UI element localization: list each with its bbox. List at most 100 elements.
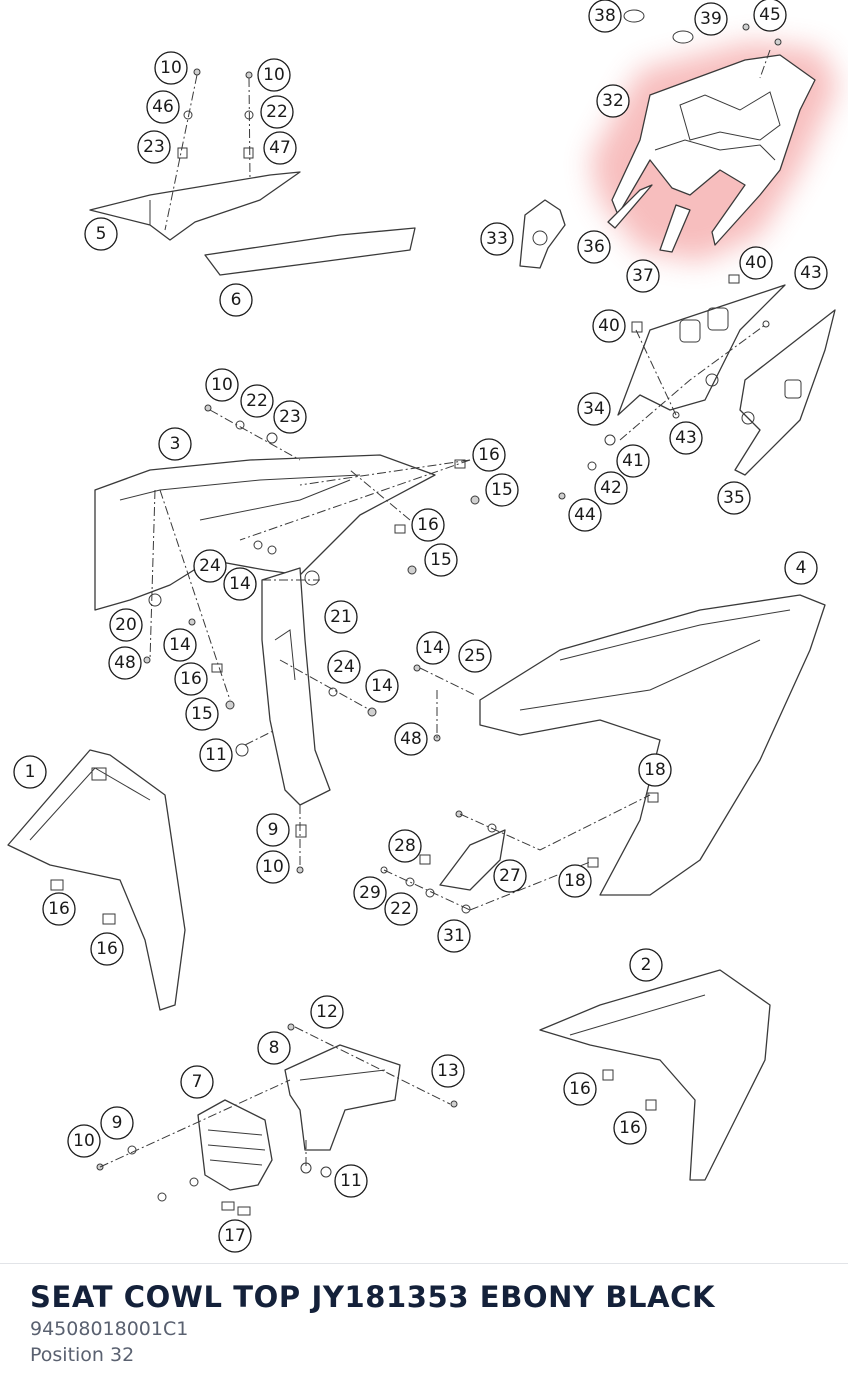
callout-15[interactable]: 15 [485,473,519,507]
part-45-screw-2[interactable] [774,38,782,46]
callout-40[interactable]: 40 [592,309,626,343]
callout-4[interactable]: 4 [784,551,818,585]
part-45-screw[interactable] [742,23,750,31]
part-1-front-panel[interactable] [7,749,186,1011]
part-39-grommet[interactable] [672,30,694,44]
callout-24[interactable]: 24 [193,549,227,583]
part-3-front-fairing[interactable] [94,454,436,611]
callout-43[interactable]: 43 [794,256,828,290]
callout-number: 11 [340,1171,362,1191]
callout-21[interactable]: 21 [324,600,358,634]
callout-48[interactable]: 48 [394,722,428,756]
callout-32[interactable]: 32 [596,84,630,118]
callout-37[interactable]: 37 [626,259,660,293]
callout-40[interactable]: 40 [739,246,773,280]
callout-14[interactable]: 14 [223,567,257,601]
callout-14[interactable]: 14 [365,669,399,703]
callout-44[interactable]: 44 [568,498,602,532]
callout-7[interactable]: 7 [180,1065,214,1099]
callout-1[interactable]: 1 [13,755,47,789]
part-8-bracket[interactable] [284,1044,401,1151]
callout-20[interactable]: 20 [109,608,143,642]
callout-42[interactable]: 42 [594,471,628,505]
callout-number: 33 [486,229,508,249]
callout-33[interactable]: 33 [480,222,514,256]
callout-12[interactable]: 12 [310,995,344,1029]
callout-41[interactable]: 41 [616,444,650,478]
callout-number: 41 [622,451,644,471]
callout-24[interactable]: 24 [327,650,361,684]
callout-10[interactable]: 10 [257,58,291,92]
callout-34[interactable]: 34 [577,392,611,426]
callout-18[interactable]: 18 [558,864,592,898]
part-4-rear-fairing[interactable] [479,594,826,896]
callout-47[interactable]: 47 [263,131,297,165]
callout-circle [67,1124,101,1158]
callout-17[interactable]: 17 [218,1219,252,1253]
callout-16[interactable]: 16 [90,932,124,966]
callout-10[interactable]: 10 [256,850,290,884]
callout-43[interactable]: 43 [669,421,703,455]
callout-circle [616,444,650,478]
callout-16[interactable]: 16 [174,662,208,696]
part-6-panel[interactable] [204,227,416,276]
part-32-seat-cowl[interactable] [607,54,816,253]
callout-5[interactable]: 5 [84,217,118,251]
callout-16[interactable]: 16 [472,438,506,472]
part-38-grommet[interactable] [623,9,645,23]
callout-16[interactable]: 16 [563,1072,597,1106]
part-35-side-cover[interactable] [734,309,836,476]
callout-22[interactable]: 22 [240,384,274,418]
callout-15[interactable]: 15 [424,543,458,577]
callout-number: 22 [266,102,288,122]
part-27-cover[interactable] [439,829,506,891]
callout-22[interactable]: 22 [260,95,294,129]
callout-23[interactable]: 23 [273,400,307,434]
callout-2[interactable]: 2 [629,948,663,982]
part-5-panel[interactable] [89,171,301,241]
callout-23[interactable]: 23 [137,130,171,164]
callout-25[interactable]: 25 [458,639,492,673]
callout-15[interactable]: 15 [185,697,219,731]
callout-28[interactable]: 28 [388,829,422,863]
callout-6[interactable]: 6 [219,283,253,317]
callout-27[interactable]: 27 [493,859,527,893]
callout-11[interactable]: 11 [334,1164,368,1198]
callout-16[interactable]: 16 [411,508,445,542]
callout-14[interactable]: 14 [416,631,450,665]
callout-number: 20 [115,615,137,635]
callout-8[interactable]: 8 [257,1031,291,1065]
callout-39[interactable]: 39 [694,2,728,36]
callout-16[interactable]: 16 [613,1111,647,1145]
callout-22[interactable]: 22 [384,892,418,926]
callout-number: 24 [199,556,221,576]
part-7-grille[interactable] [197,1099,273,1191]
callout-16[interactable]: 16 [42,892,76,926]
callout-3[interactable]: 3 [158,427,192,461]
callout-10[interactable]: 10 [67,1124,101,1158]
callout-13[interactable]: 13 [431,1054,465,1088]
callout-11[interactable]: 11 [199,738,233,772]
callout-number: 45 [759,5,781,25]
part-33-bracket[interactable] [519,199,566,269]
callout-45[interactable]: 45 [753,0,787,32]
callout-36[interactable]: 36 [577,230,611,264]
callout-29[interactable]: 29 [353,876,387,910]
callout-10[interactable]: 10 [205,368,239,402]
callout-10[interactable]: 10 [154,51,188,85]
part-21-inner-panel[interactable] [261,567,331,806]
callout-14[interactable]: 14 [163,628,197,662]
callout-38[interactable]: 38 [588,0,622,33]
callout-35[interactable]: 35 [717,481,751,515]
callout-number: 39 [700,9,722,29]
callout-9[interactable]: 9 [256,813,290,847]
callout-number: 4 [796,558,807,578]
callout-31[interactable]: 31 [437,919,471,953]
part-34-side-cover[interactable] [617,284,786,416]
part-2-front-panel[interactable] [539,969,771,1181]
callout-9[interactable]: 9 [100,1106,134,1140]
callout-18[interactable]: 18 [638,753,672,787]
callout-48[interactable]: 48 [108,646,142,680]
callout-circle [753,0,787,32]
callout-46[interactable]: 46 [146,90,180,124]
